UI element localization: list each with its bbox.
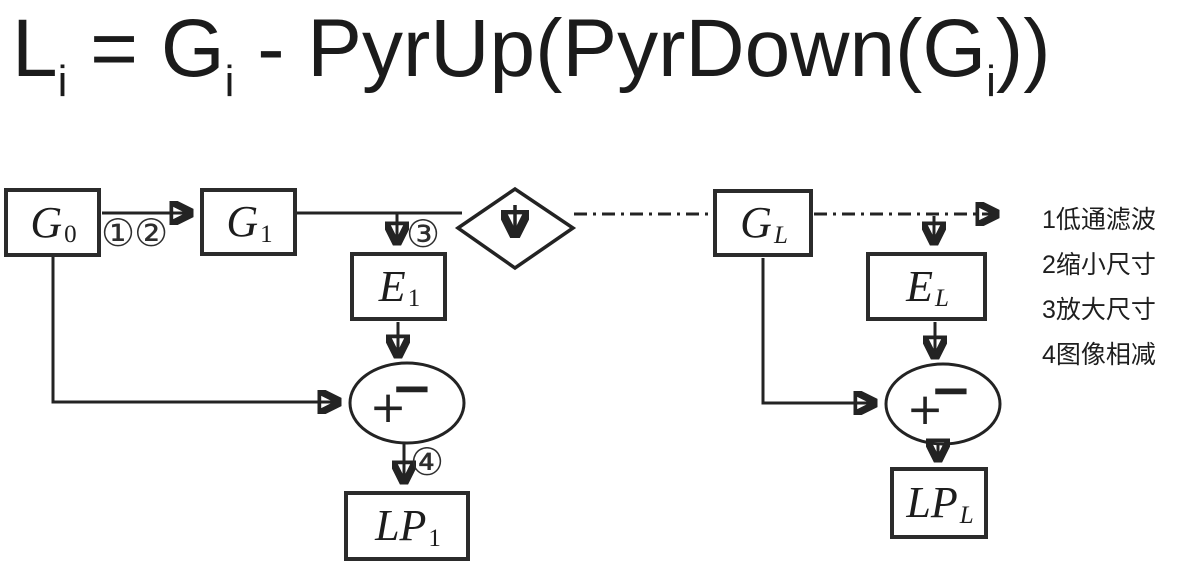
legend: 1低通滤波 2缩小尺寸 3放大尺寸 4图像相减 [1042,198,1156,378]
step-markers-1-2: ①② [101,211,168,255]
formula-title: Li = Gi - PyrUp(PyrDown(Gi)) [12,2,1051,129]
adder1-plus-sign: + [369,382,407,433]
node-lpl-subscript: L [959,501,974,529]
formula-part: )) [995,3,1051,94]
adder-ellipse-right [884,362,1002,446]
node-e1-label: E [378,261,406,311]
adder2-minus-sign: − [930,361,972,419]
step-marker-3: ③ [406,212,440,256]
node-lpl-label: LP [906,478,958,527]
adder-ellipse-left [348,361,466,445]
legend-item-enlarge: 3放大尺寸 [1042,296,1156,324]
node-lp1-label: LP [375,501,427,550]
step-4-circle: ④ [410,440,444,484]
node-g0-label: G [30,197,63,247]
formula-part: - PyrUp(PyrDown(G [234,3,987,94]
node-g1-label: G [226,197,259,246]
legend-item-subtract: 4图像相减 [1042,341,1156,369]
downsample-diamond [454,186,577,271]
step-marker-4: ④ [410,440,444,484]
step-2-circle: ② [134,211,168,255]
node-e1-subscript: 1 [407,285,421,312]
node-g1-subscript: 1 [260,220,273,248]
legend-item-shrink: 2缩小尺寸 [1042,251,1156,279]
arrow-gl-to-adder [761,258,874,403]
node-lp1-subscript: 1 [428,524,441,552]
formula-subscript: i [986,57,996,106]
adder1-minus-sign: − [391,359,433,417]
step-1-circle: ① [101,211,135,255]
node-el-label: E [906,261,933,311]
node-gl-label: G [740,198,772,247]
formula-subscript: i [57,57,68,106]
legend-item-lowpass: 1低通滤波 [1042,206,1156,234]
arrow-g0-to-adder [51,257,338,402]
step-3-circle: ③ [406,212,440,256]
node-g0-subscript: 0 [64,221,77,248]
adder2-plus-sign: + [906,384,944,435]
formula-part: L [12,3,58,94]
node-gl-subscript: L [773,221,788,249]
formula-part: = G [67,3,225,94]
node-el-subscript: L [934,285,949,312]
formula-subscript: i [224,57,235,106]
